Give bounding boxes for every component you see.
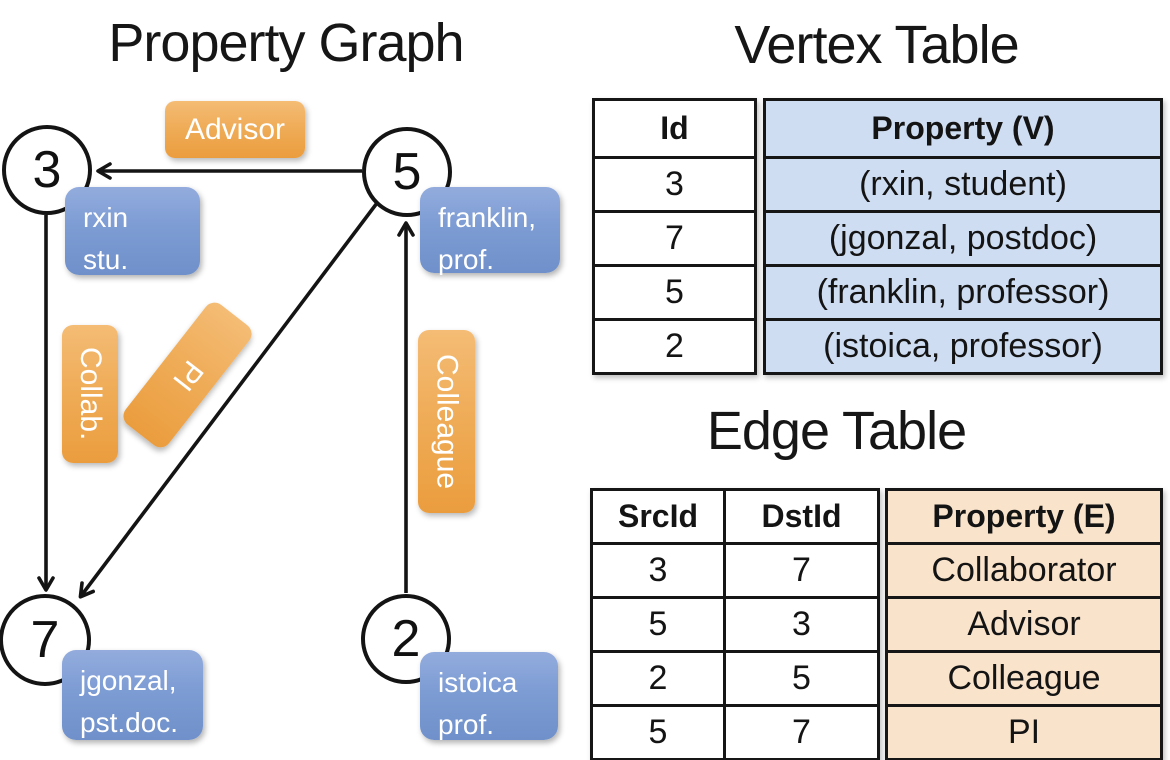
vertex-prop-line: prof. bbox=[438, 709, 495, 740]
edge-property-cell: Advisor bbox=[885, 596, 1163, 653]
vertex-table-property-column: Property (V) (rxin, student) (jgonzal, p… bbox=[763, 98, 1163, 375]
graph-node-3: 3 bbox=[2, 125, 92, 215]
vertex-table-header-property: Property (V) bbox=[763, 98, 1163, 159]
edge-property-cell: Colleague bbox=[885, 650, 1163, 707]
edge-src-cell: 5 bbox=[590, 596, 726, 653]
vertex-id-cell: 5 bbox=[592, 264, 757, 321]
vertex-id-cell: 2 bbox=[592, 318, 757, 375]
vertex-property-cell: (franklin, professor) bbox=[763, 264, 1163, 321]
vertex-prop-box-istoica: istoica prof. bbox=[420, 652, 558, 740]
edge-src-cell: 5 bbox=[590, 704, 726, 760]
edge-table-header-dstid: DstId bbox=[723, 488, 880, 545]
vertex-prop-box-rxin: rxin stu. bbox=[65, 187, 200, 275]
vertex-prop-box-franklin: franklin, prof. bbox=[420, 187, 560, 275]
edge-label-collab: Collab. bbox=[62, 325, 118, 463]
edge-label-advisor: Advisor bbox=[165, 101, 305, 158]
vertex-table-id-column: Id 3 7 5 2 bbox=[592, 98, 757, 375]
edge-label-text: Colleague bbox=[430, 353, 464, 490]
edge-property-cell: Collaborator bbox=[885, 542, 1163, 599]
edge-property-cell: PI bbox=[885, 704, 1163, 760]
vertex-property-cell: (rxin, student) bbox=[763, 156, 1163, 213]
edge-dst-cell: 7 bbox=[723, 542, 880, 599]
vertex-prop-line: jgonzal, bbox=[80, 665, 177, 696]
vertex-prop-line: franklin, bbox=[438, 202, 537, 233]
edge-table-header-property: Property (E) bbox=[885, 488, 1163, 545]
edge-label-text: PI bbox=[166, 353, 210, 397]
vertex-table-title: Vertex Table bbox=[734, 15, 1019, 75]
vertex-table-header-id: Id bbox=[592, 98, 757, 159]
vertex-prop-line: rxin bbox=[83, 202, 129, 233]
edge-table-title: Edge Table bbox=[706, 401, 967, 461]
graph-node-5: 5 bbox=[362, 127, 452, 217]
edge-table-header-srcid: SrcId bbox=[590, 488, 726, 545]
edge-src-cell: 3 bbox=[590, 542, 726, 599]
vertex-prop-line: stu. bbox=[83, 244, 129, 275]
edge-label-colleague: Colleague bbox=[418, 330, 475, 513]
vertex-id-cell: 7 bbox=[592, 210, 757, 267]
vertex-prop-box-jgonzal: jgonzal, pst.doc. bbox=[62, 650, 203, 740]
edge-label-text: Collab. bbox=[74, 347, 107, 441]
vertex-property-cell: (jgonzal, postdoc) bbox=[763, 210, 1163, 267]
edge-src-cell: 2 bbox=[590, 650, 726, 707]
edge-label-pi: PI bbox=[119, 298, 256, 452]
vertex-property-cell: (istoica, professor) bbox=[763, 318, 1163, 375]
edge-dst-cell: 5 bbox=[723, 650, 880, 707]
edge-dst-cell: 3 bbox=[723, 596, 880, 653]
property-graph-title: Property Graph bbox=[108, 13, 464, 73]
edge-table-property-column: Property (E) Collaborator Advisor Collea… bbox=[885, 488, 1163, 760]
edge-dst-cell: 7 bbox=[723, 704, 880, 760]
vertex-prop-line: pst.doc. bbox=[80, 707, 179, 738]
edge-table-src-dst-columns: SrcId DstId 3 7 5 3 2 5 5 7 bbox=[590, 488, 880, 760]
vertex-prop-line: prof. bbox=[438, 244, 495, 275]
vertex-prop-line: istoica bbox=[438, 667, 518, 698]
vertex-id-cell: 3 bbox=[592, 156, 757, 213]
